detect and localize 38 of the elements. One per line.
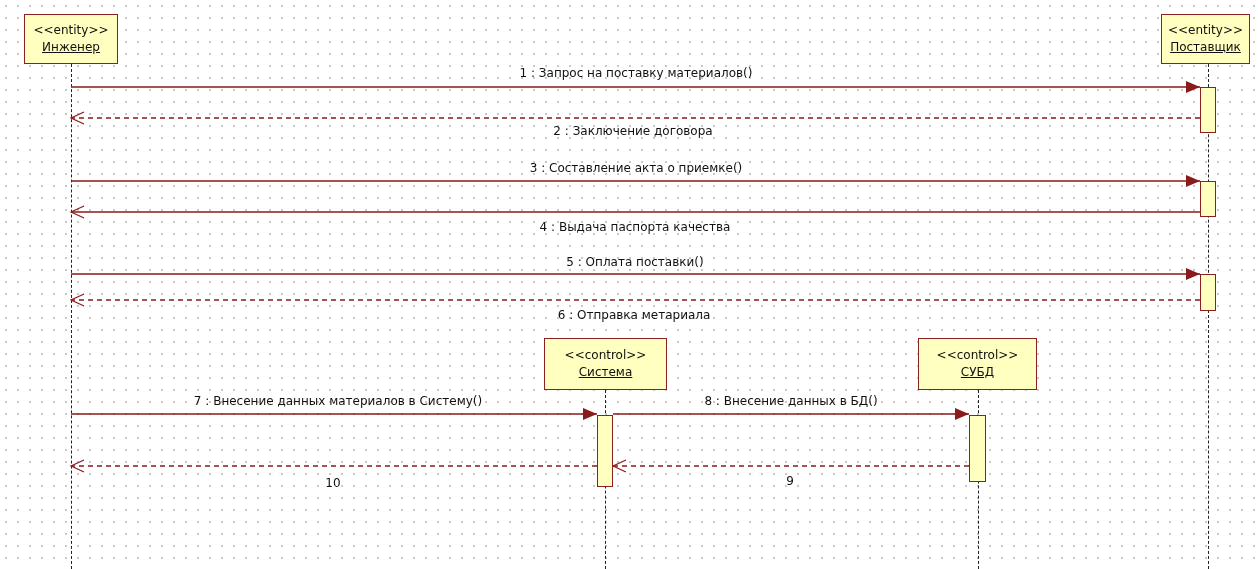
message-arrow [70, 81, 1201, 93]
lifeline [71, 64, 73, 569]
edge-label: 3 : Составление акта о приемке() [529, 161, 743, 175]
activation-bar [1200, 181, 1216, 217]
stereotype-label: <<control>> [564, 347, 647, 364]
edge-label: 4 : Выдача паспорта качества [539, 220, 731, 234]
stereotype-label: <<entity>> [1167, 22, 1244, 39]
edge-label: 7 : Внесение данных материалов в Систему() [193, 394, 483, 408]
edge-label: 5 : Оплата поставки() [566, 255, 704, 269]
message-arrow [70, 111, 1201, 125]
stereotype-label: <<entity>> [33, 22, 109, 39]
edge-label: 1 : Запрос на поставку материалов() [519, 66, 753, 80]
participant-box [544, 338, 667, 390]
edge-label: 10 [325, 476, 341, 490]
edge-label: 2 : Заключение договора [553, 124, 713, 138]
edge-label: 8 : Внесение данных в БД() [704, 394, 878, 408]
participant-name: Система [578, 364, 633, 381]
message-arrow [70, 268, 1201, 280]
participant-box [918, 338, 1037, 390]
activation-bar [1200, 274, 1216, 311]
participant-name: Поставщик [1170, 39, 1241, 56]
message-arrow [70, 293, 1201, 307]
message-arrow [612, 459, 970, 473]
stereotype-label: <<control>> [936, 347, 1019, 364]
message-arrow [70, 205, 1201, 219]
edge-label: 6 : Отправка метариала [557, 308, 711, 322]
participant-name: Инженер [42, 39, 100, 56]
message-arrow [70, 408, 598, 420]
message-arrow [70, 175, 1201, 187]
participant-box [24, 14, 118, 64]
message-arrow [70, 459, 598, 473]
activation-bar [969, 415, 986, 482]
message-arrow [612, 408, 970, 420]
activation-bar [597, 415, 613, 487]
participant-name: СУБД [960, 364, 995, 381]
activation-bar [1200, 87, 1216, 133]
participant-box [1161, 14, 1250, 64]
edge-label: 9 [786, 474, 794, 488]
